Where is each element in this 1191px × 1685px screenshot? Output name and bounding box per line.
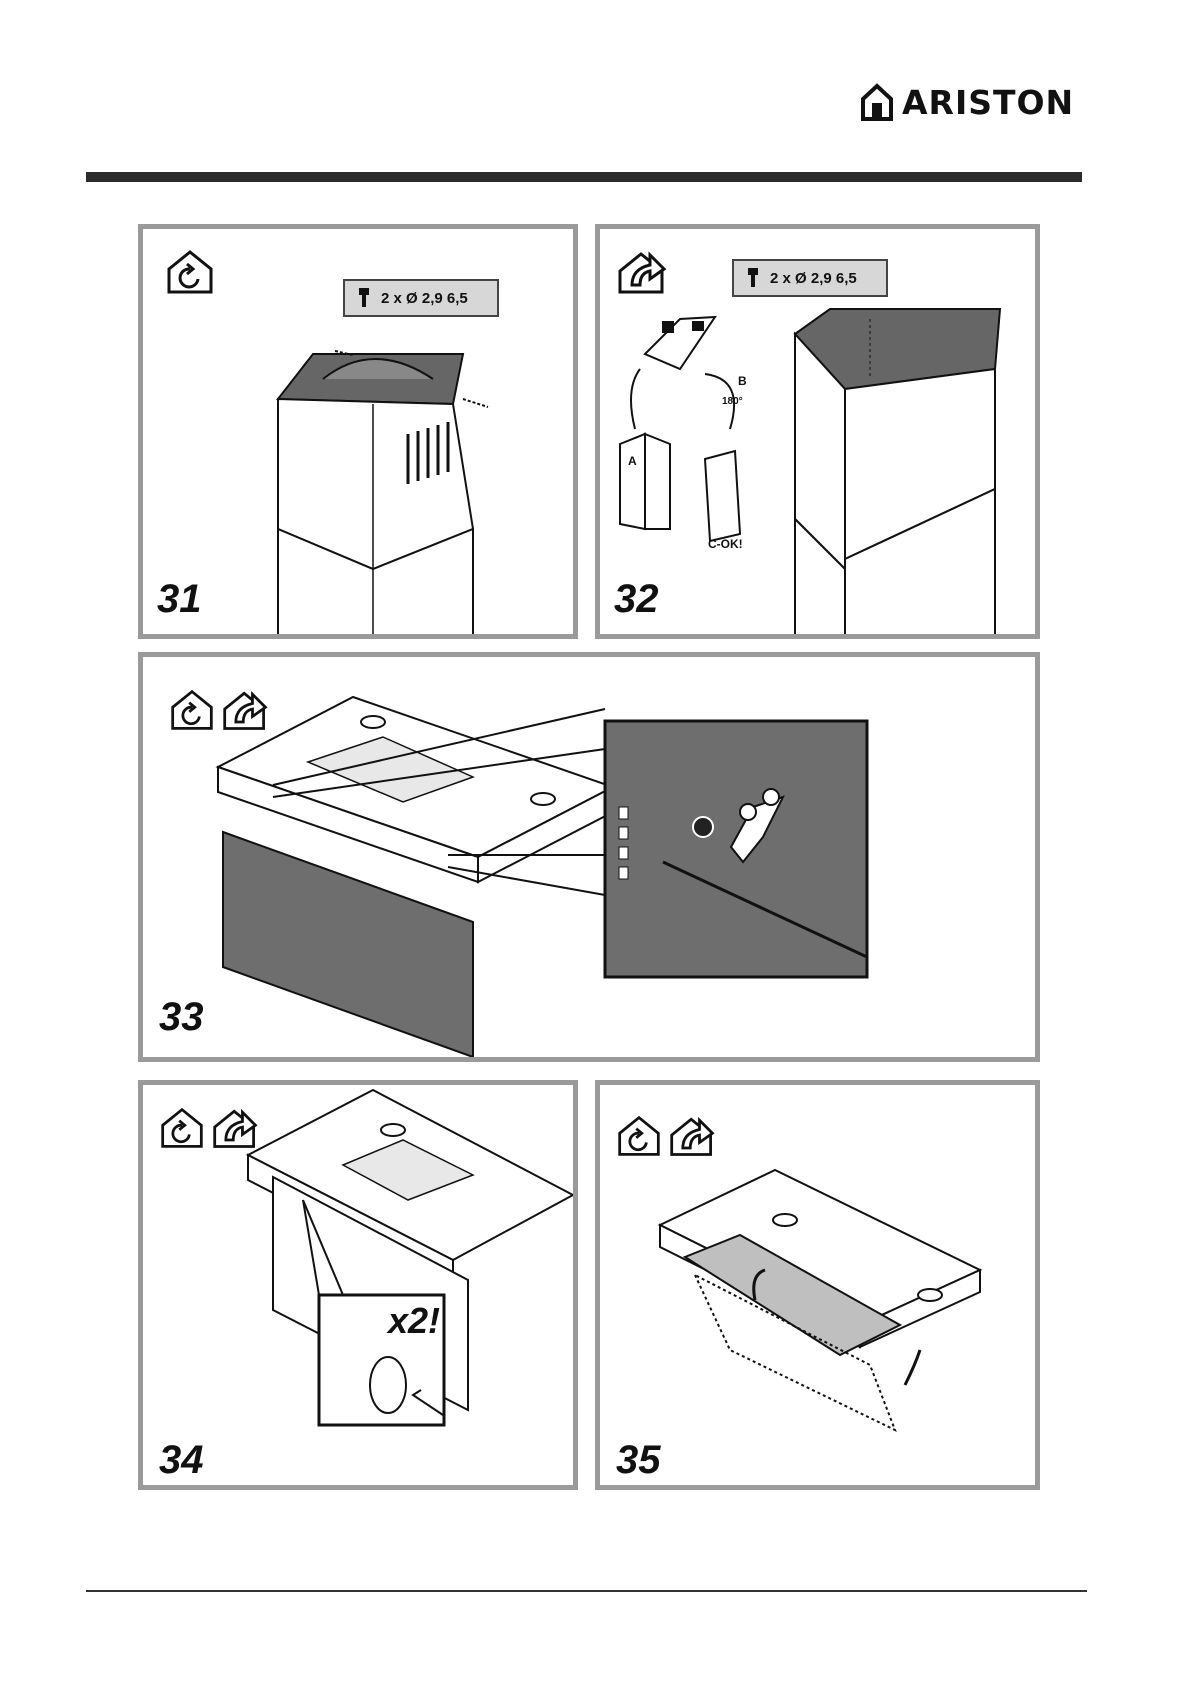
filter-panel-fixing-illustration — [143, 1085, 573, 1485]
step-panel-31: 2 x Ø 2,9 6,5 31 — [138, 224, 578, 639]
label-180: 180° — [722, 396, 743, 407]
step-number: 31 — [157, 579, 202, 619]
step-number: 34 — [159, 1440, 204, 1480]
brand-name: ARISTON — [902, 83, 1074, 122]
front-panel-removal-illustration — [143, 657, 1035, 1057]
step-number: 32 — [614, 579, 659, 619]
brand-logo: ARISTON — [860, 82, 1086, 122]
repeat-x2-label: x2! — [388, 1300, 440, 1342]
step-panel-33: 33 — [138, 652, 1040, 1062]
step-number: 35 — [616, 1440, 661, 1480]
step-number: 33 — [159, 997, 204, 1037]
step-panel-34: x2! 34 — [138, 1080, 578, 1490]
chimney-fan-illustration — [143, 229, 573, 634]
footer-rule — [86, 1590, 1087, 1592]
filter-mounting-illustration — [600, 1085, 1035, 1485]
step-panel-35: 35 — [595, 1080, 1040, 1490]
label-b: B — [738, 374, 747, 388]
house-logo-icon — [860, 83, 894, 121]
header-rule — [86, 172, 1082, 182]
label-a: A — [628, 454, 637, 468]
bracket-rotation-illustration — [600, 229, 1035, 634]
step-panel-32: 2 x Ø 2,9 6,5 A B 180° C-OK! 32 — [595, 224, 1040, 639]
label-c-ok: C-OK! — [708, 537, 743, 551]
